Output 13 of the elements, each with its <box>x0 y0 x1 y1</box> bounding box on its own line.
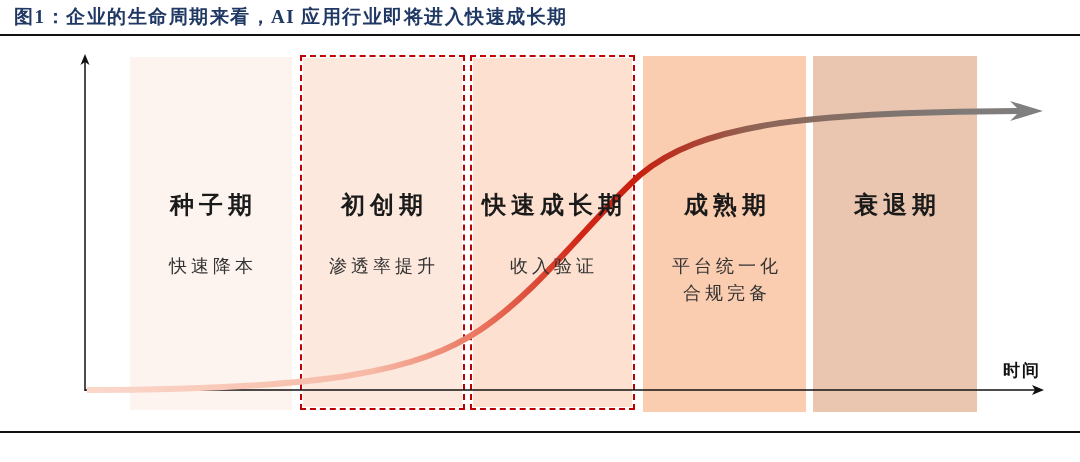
stage-title: 初创期 <box>339 190 428 220</box>
stage-band <box>813 56 977 412</box>
stage-description: 平台统一化 <box>670 255 782 278</box>
axis-label: 时间 <box>1003 360 1041 382</box>
stage-band <box>643 56 806 412</box>
stage-description: 快速降本 <box>167 255 257 278</box>
stage-description: 渗透率提升 <box>328 254 439 278</box>
stage-title: 成熟期 <box>682 191 771 220</box>
figure-title: 图1：企业的生命周期来看，AI 应用行业即将进入快速成长期 <box>14 5 568 29</box>
stage-title: 衰退期 <box>853 191 941 220</box>
stage-title: 种子期 <box>168 191 257 220</box>
stage-description: 合规完备 <box>681 282 771 305</box>
stage-band <box>130 57 292 410</box>
